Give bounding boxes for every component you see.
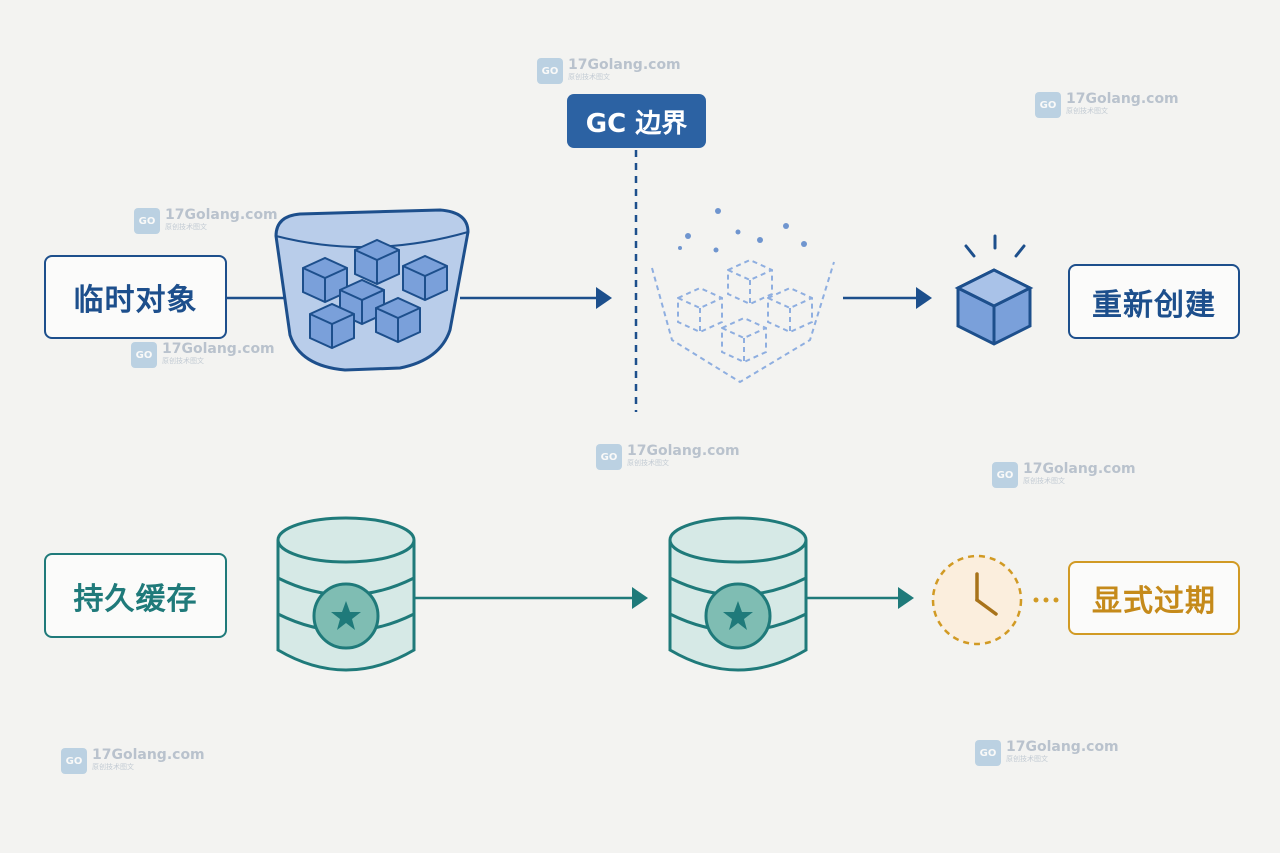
watermark-sub: 原创技术图文 — [568, 73, 610, 81]
explicit-expiry-label: 显式过期 — [1068, 561, 1240, 635]
watermark-site: 17Golang.com — [1023, 461, 1136, 477]
watermark-sub: 原创技术图文 — [92, 763, 134, 771]
watermark: GO 17Golang.com 原创技术图文 — [596, 444, 740, 470]
watermark-logo-icon: GO — [134, 208, 160, 234]
watermark-site: 17Golang.com — [1006, 739, 1119, 755]
watermark-logo-icon: GO — [975, 740, 1001, 766]
gc-boundary-tag: GC 边界 — [567, 94, 706, 148]
arrow-head — [898, 587, 914, 609]
watermark-site: 17Golang.com — [162, 341, 275, 357]
label-text: 临时对象 — [73, 283, 198, 318]
arrow-head — [596, 287, 612, 309]
watermark-sub: 原创技术图文 — [162, 357, 204, 365]
label-text: 显式过期 — [1092, 584, 1216, 619]
watermark-site: 17Golang.com — [627, 443, 740, 459]
watermark: GO 17Golang.com 原创技术图文 — [131, 342, 275, 368]
watermark-logo-icon: GO — [537, 58, 563, 84]
label-text: 持久缓存 — [73, 581, 198, 617]
watermark-logo-icon: GO — [992, 462, 1018, 488]
basket-of-cubes-icon — [274, 208, 470, 372]
watermark-logo-icon: GO — [61, 748, 87, 774]
database-star-icon — [276, 516, 416, 672]
clock-icon — [931, 554, 1023, 646]
watermark-sub: 原创技术图文 — [1023, 477, 1065, 485]
watermark: GO 17Golang.com 原创技术图文 — [61, 748, 205, 774]
cube-icon — [954, 268, 1034, 346]
watermark: GO 17Golang.com 原创技术图文 — [134, 208, 278, 234]
watermark: GO 17Golang.com 原创技术图文 — [537, 58, 681, 84]
arrow-head — [632, 587, 648, 609]
watermark-logo-icon: GO — [596, 444, 622, 470]
watermark: GO 17Golang.com 原创技术图文 — [992, 462, 1136, 488]
watermark-site: 17Golang.com — [92, 747, 205, 763]
watermark-site: 17Golang.com — [1066, 91, 1179, 107]
database-star-icon — [668, 516, 808, 672]
watermark-sub: 原创技术图文 — [627, 459, 669, 467]
watermark: GO 17Golang.com 原创技术图文 — [1035, 92, 1179, 118]
watermark-sub: 原创技术图文 — [1066, 107, 1108, 115]
watermark-site: 17Golang.com — [165, 207, 278, 223]
label-text: 重新创建 — [1092, 287, 1216, 323]
gc-particles — [678, 208, 807, 253]
dot-leader — [1033, 597, 1059, 603]
sparkle-lines — [964, 234, 1026, 258]
watermark-site: 17Golang.com — [568, 57, 681, 73]
collected-cubes-icon — [651, 258, 835, 384]
temporary-objects-label: 临时对象 — [44, 255, 227, 339]
recreate-label: 重新创建 — [1068, 264, 1240, 339]
watermark-sub: 原创技术图文 — [1006, 755, 1048, 763]
gc-boundary-label: GC 边界 — [585, 108, 688, 139]
watermark-logo-icon: GO — [1035, 92, 1061, 118]
watermark-logo-icon: GO — [131, 342, 157, 368]
watermark: GO 17Golang.com 原创技术图文 — [975, 740, 1119, 766]
watermark-sub: 原创技术图文 — [165, 223, 207, 231]
arrow-head — [916, 287, 932, 309]
persistent-cache-label: 持久缓存 — [44, 553, 227, 638]
